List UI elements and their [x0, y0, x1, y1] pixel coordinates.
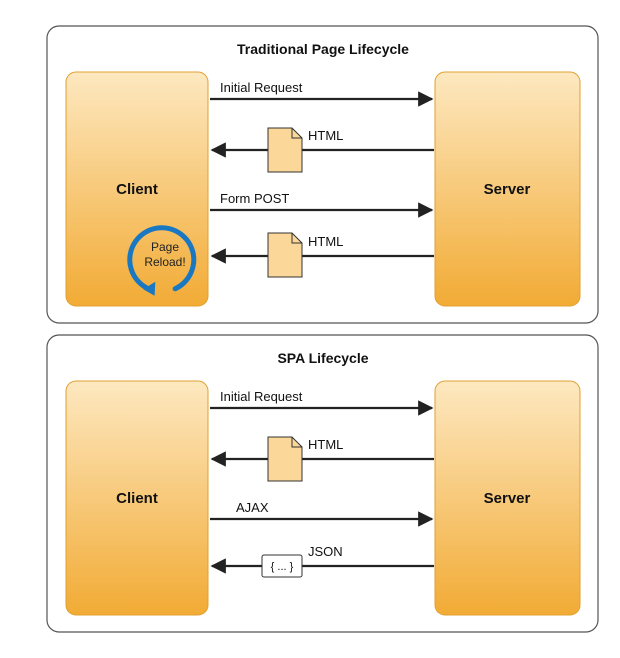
traditional-html-label-1: HTML — [308, 128, 343, 143]
traditional-form-post-label: Form POST — [220, 191, 289, 206]
spa-ajax-label: AJAX — [236, 500, 269, 515]
spa-client-box — [65, 380, 209, 616]
reload-label-line1: Page — [151, 240, 179, 254]
traditional-client-box — [65, 71, 209, 307]
traditional-panel-title: Traditional Page Lifecycle — [237, 41, 409, 57]
traditional-html-label-2: HTML — [308, 234, 343, 249]
json-braces-text: { ... } — [271, 561, 294, 573]
reload-label-line2: Reload! — [144, 255, 185, 269]
document-icon — [267, 127, 303, 173]
spa-panel: SPA Lifecycle Client Server Initial Requ… — [46, 334, 599, 633]
spa-server-label: Server — [484, 490, 531, 507]
document-icon — [267, 232, 303, 278]
spa-html-label: HTML — [308, 437, 343, 452]
spa-initial-request-label: Initial Request — [220, 389, 303, 404]
spa-json-label: JSON — [308, 544, 343, 559]
traditional-panel: Traditional Page Lifecycle Client Server… — [46, 25, 599, 324]
traditional-server-box — [434, 71, 581, 307]
traditional-server-label: Server — [484, 181, 531, 198]
spa-panel-title: SPA Lifecycle — [277, 350, 368, 366]
traditional-client-label: Client — [116, 181, 158, 198]
reload-icon — [127, 225, 197, 296]
spa-client-label: Client — [116, 490, 158, 507]
traditional-initial-request-label: Initial Request — [220, 80, 303, 95]
document-icon — [267, 436, 303, 482]
spa-server-box — [434, 380, 581, 616]
json-braces-icon — [261, 554, 303, 578]
